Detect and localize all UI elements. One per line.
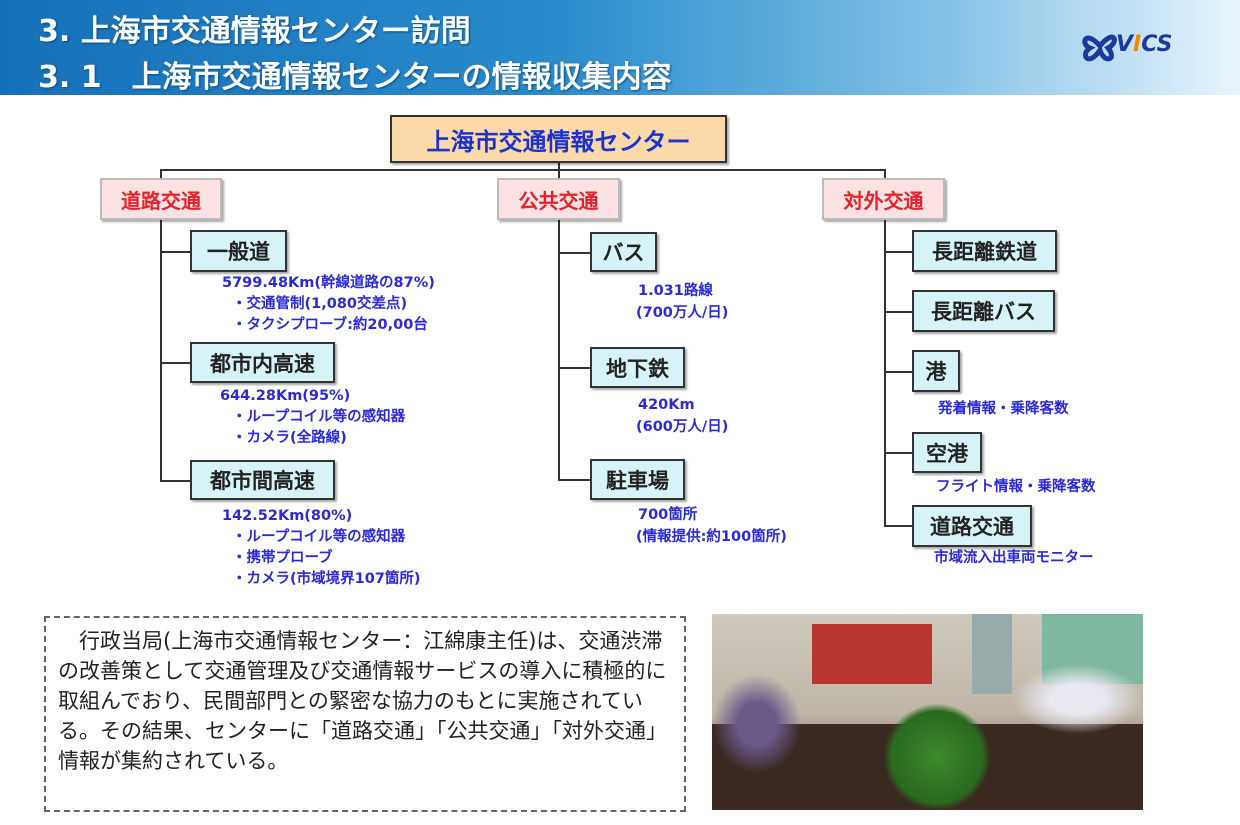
note: 発着情報・乗降客数 (938, 401, 1069, 417)
note: ・交通管制(1,080交差点) (232, 296, 408, 312)
node-subway: 地下鉄 (590, 347, 685, 388)
category-public: 公共交通 (497, 178, 620, 220)
note: 1.031路線 (638, 283, 713, 299)
note: 420Km (638, 397, 695, 413)
note: ・カメラ(全路線) (232, 430, 347, 446)
node-long-distance-rail: 長距離鉄道 (912, 230, 1057, 272)
vics-logo: VICS (1080, 24, 1210, 74)
node-port: 港 (912, 350, 960, 392)
note: ・タクシプローブ:約20,00台 (232, 317, 428, 333)
note: ・カメラ(市域境界107箇所) (232, 571, 421, 587)
node-parking: 駐車場 (590, 459, 685, 500)
note: フライト情報・乗降客数 (936, 479, 1096, 495)
note: 700箇所 (638, 507, 698, 523)
node-long-distance-bus: 長距離バス (912, 290, 1055, 332)
node-general-road: 一般道 (190, 230, 287, 272)
note: (600万人/日) (636, 419, 729, 435)
description-box: 行政当局(上海市交通情報センター：江綿康主任)は、交通渋滞の改善策として交通管理… (44, 616, 686, 812)
node-airport: 空港 (912, 432, 982, 473)
root-node: 上海市交通情報センター (390, 115, 727, 163)
note: 142.52Km(80%) (222, 508, 353, 524)
note: (700万人/日) (636, 305, 729, 321)
note: 市域流入出車両モニター (934, 550, 1094, 566)
slide-header: 3. 上海市交通情報センター訪問 3. 1 上海市交通情報センターの情報収集内容… (0, 0, 1240, 95)
category-external: 対外交通 (822, 178, 945, 220)
note: ・ループコイル等の感知器 (232, 529, 406, 545)
node-bus: バス (590, 232, 657, 272)
node-road-traffic: 道路交通 (912, 505, 1032, 547)
note: (情報提供:約100箇所) (636, 529, 787, 545)
note: ・ループコイル等の感知器 (232, 409, 406, 425)
meeting-photo (712, 614, 1143, 810)
note: 5799.48Km(幹線道路の87%) (222, 275, 435, 291)
node-urban-expressway: 都市内高速 (190, 342, 335, 383)
note: ・携帯プローブ (232, 550, 333, 566)
slide-title: 3. 上海市交通情報センター訪問 (38, 14, 471, 49)
slide-subtitle: 3. 1 上海市交通情報センターの情報収集内容 (38, 60, 672, 95)
butterfly-icon (1082, 34, 1117, 62)
node-intercity-expressway: 都市間高速 (190, 460, 335, 500)
category-road: 道路交通 (100, 178, 222, 220)
note: 644.28Km(95%) (220, 388, 351, 404)
